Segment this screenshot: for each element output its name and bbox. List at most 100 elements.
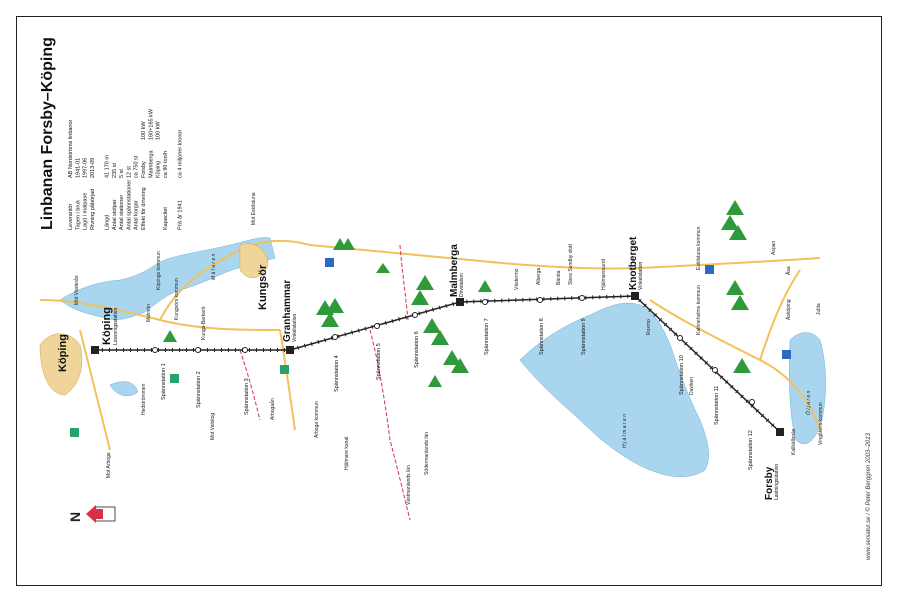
rail-layer xyxy=(239,244,411,521)
forest-icon xyxy=(376,263,390,273)
mot-valskog-label: Mot Valskog xyxy=(210,413,216,440)
granhammar-sub: Vinkelstation xyxy=(292,314,298,342)
knotberget-marker xyxy=(631,292,639,300)
askoping-label: Äsköping xyxy=(785,299,792,320)
roxmo-label: Roxmo xyxy=(646,319,652,335)
info-value: 235 st xyxy=(112,163,118,178)
forest-icon xyxy=(733,358,751,373)
info-value: ca 750 st xyxy=(134,155,140,178)
hjalmaren-lake xyxy=(519,302,709,477)
road-layer xyxy=(39,239,821,451)
tension-station-label: Spännstation 9 xyxy=(581,318,587,355)
vingakers-kommun-label: Vingåkers kommun xyxy=(817,402,824,445)
koping-station-sub: Lossningsstation xyxy=(113,308,119,345)
info-key: Pris år 1941 xyxy=(177,200,184,230)
forest-icon xyxy=(411,275,434,305)
forest-icon xyxy=(163,330,177,342)
forest-icon xyxy=(721,200,747,240)
tension-station-label: Spännstation 2 xyxy=(196,371,202,408)
koping-station-marker xyxy=(91,346,99,354)
hedstromen-label: Hedströmmen xyxy=(141,383,147,415)
granhammar-marker xyxy=(286,346,294,354)
main-stations xyxy=(91,292,784,436)
info-value: Forsby xyxy=(141,161,147,178)
tension-station-label: Spännstation 12 xyxy=(748,430,754,470)
tension-station-label: Spännstation 6 xyxy=(414,331,420,368)
station-marker-2 xyxy=(195,347,201,353)
forest-icon xyxy=(428,375,442,387)
forsby-marker xyxy=(776,428,784,436)
station-marker-11 xyxy=(712,367,718,373)
station-marker-4 xyxy=(332,334,338,340)
oljaren-lake xyxy=(789,332,826,445)
knotberget-label: Knotberget xyxy=(628,236,639,290)
forest-icon xyxy=(333,238,355,250)
station-marker-12 xyxy=(749,399,755,405)
info-key: Antal stolpar xyxy=(112,199,118,230)
forsby-label: Forsby xyxy=(764,466,775,500)
info-value: 1997-06 xyxy=(83,158,89,178)
info-key: Antal korgar xyxy=(134,200,140,230)
road-badge xyxy=(170,374,179,383)
mot-vasteras-label: Mot Västerås xyxy=(73,275,80,305)
forest-icon xyxy=(478,280,492,292)
road-badge xyxy=(280,365,289,374)
road-214 xyxy=(759,269,801,361)
tension-station-label: Spännstation 11 xyxy=(714,386,720,425)
arboga-kommun-label: Arboga kommun xyxy=(314,401,320,438)
julita-label: Julita xyxy=(816,303,822,315)
info-key: Leverantör xyxy=(68,204,74,230)
tension-station-label: Spännstation 5 xyxy=(376,343,382,380)
kungsor-label: Kungsör xyxy=(257,264,269,310)
granhammar-label: Granhammar xyxy=(282,280,293,342)
forest-icon xyxy=(423,318,449,345)
malaren-label: M ä l a r e n xyxy=(211,253,217,280)
arbogaan-label: Arbogaån xyxy=(269,398,276,420)
station-marker-1 xyxy=(152,347,158,353)
tension-station-label: Spännstation 4 xyxy=(334,355,340,392)
info-value: 2013-09 xyxy=(90,158,96,178)
kallkallsnas-label: Kallkällsnäs xyxy=(791,428,797,455)
station-marker-10 xyxy=(677,335,683,341)
info-power: 160+165 kW xyxy=(148,108,154,140)
tension-station-markers xyxy=(152,295,755,405)
info-value: 1941-01 xyxy=(75,158,81,178)
tension-station-label: Spännstation 3 xyxy=(244,378,250,415)
tension-station-labels: Spännstation 1 Spännstation 2 Spännstati… xyxy=(161,318,754,470)
koping-town-label: Köping xyxy=(57,334,69,372)
north-arrow xyxy=(86,505,116,523)
info-key: Kapacitet xyxy=(163,207,169,230)
info-key: Antal stationer xyxy=(119,195,125,230)
info-value: AB Nordströms linbanor xyxy=(68,119,74,178)
aspan-label: Aspan xyxy=(771,241,777,255)
katrineholm-kommun-label: Katrineholms kommun xyxy=(696,285,702,335)
info-key: Längd xyxy=(105,215,111,230)
kungsor-kommun-label: Kungsörs kommun xyxy=(174,278,180,320)
tension-station-label: Spännstation 8 xyxy=(539,318,545,355)
road-250 xyxy=(279,329,296,431)
asa-label: Åsa xyxy=(785,266,792,275)
sodermanlands-lan-label: Södermanlands län xyxy=(424,432,430,475)
malmberga-marker xyxy=(456,298,464,306)
station-marker-3 xyxy=(242,347,248,353)
info-value: 5 st xyxy=(119,169,125,178)
map-labels: Mot Västerås Mot Arboga Mot Valskog Mot … xyxy=(67,192,824,522)
hjalmaresund-label: Hjälmaresund xyxy=(601,259,607,290)
north-arrow-icon xyxy=(86,505,96,523)
stora-sundby-label: Stora Sundby slott xyxy=(568,244,574,285)
map-title: Linbanan Forsby–Köping xyxy=(39,37,56,230)
rail-line-2 xyxy=(399,244,409,321)
info-key: Effekt för drivning xyxy=(141,187,147,230)
forest-icon xyxy=(316,298,344,327)
kungs-barkaro-label: Kungs-Barkarö xyxy=(201,306,207,340)
mot-eskilstuna-label: Mot Eskilstuna xyxy=(251,192,257,225)
oljaren-label: Ö l j a r e n xyxy=(805,390,812,415)
malmberga-sub: Drivstation xyxy=(459,273,465,297)
road-arboga xyxy=(79,329,111,451)
info-key: Tagen i bruk xyxy=(75,200,81,230)
koping-station-label: Köping xyxy=(101,307,113,345)
station-marker-9 xyxy=(579,295,585,301)
malmberga-label: Malmberga xyxy=(449,244,460,297)
